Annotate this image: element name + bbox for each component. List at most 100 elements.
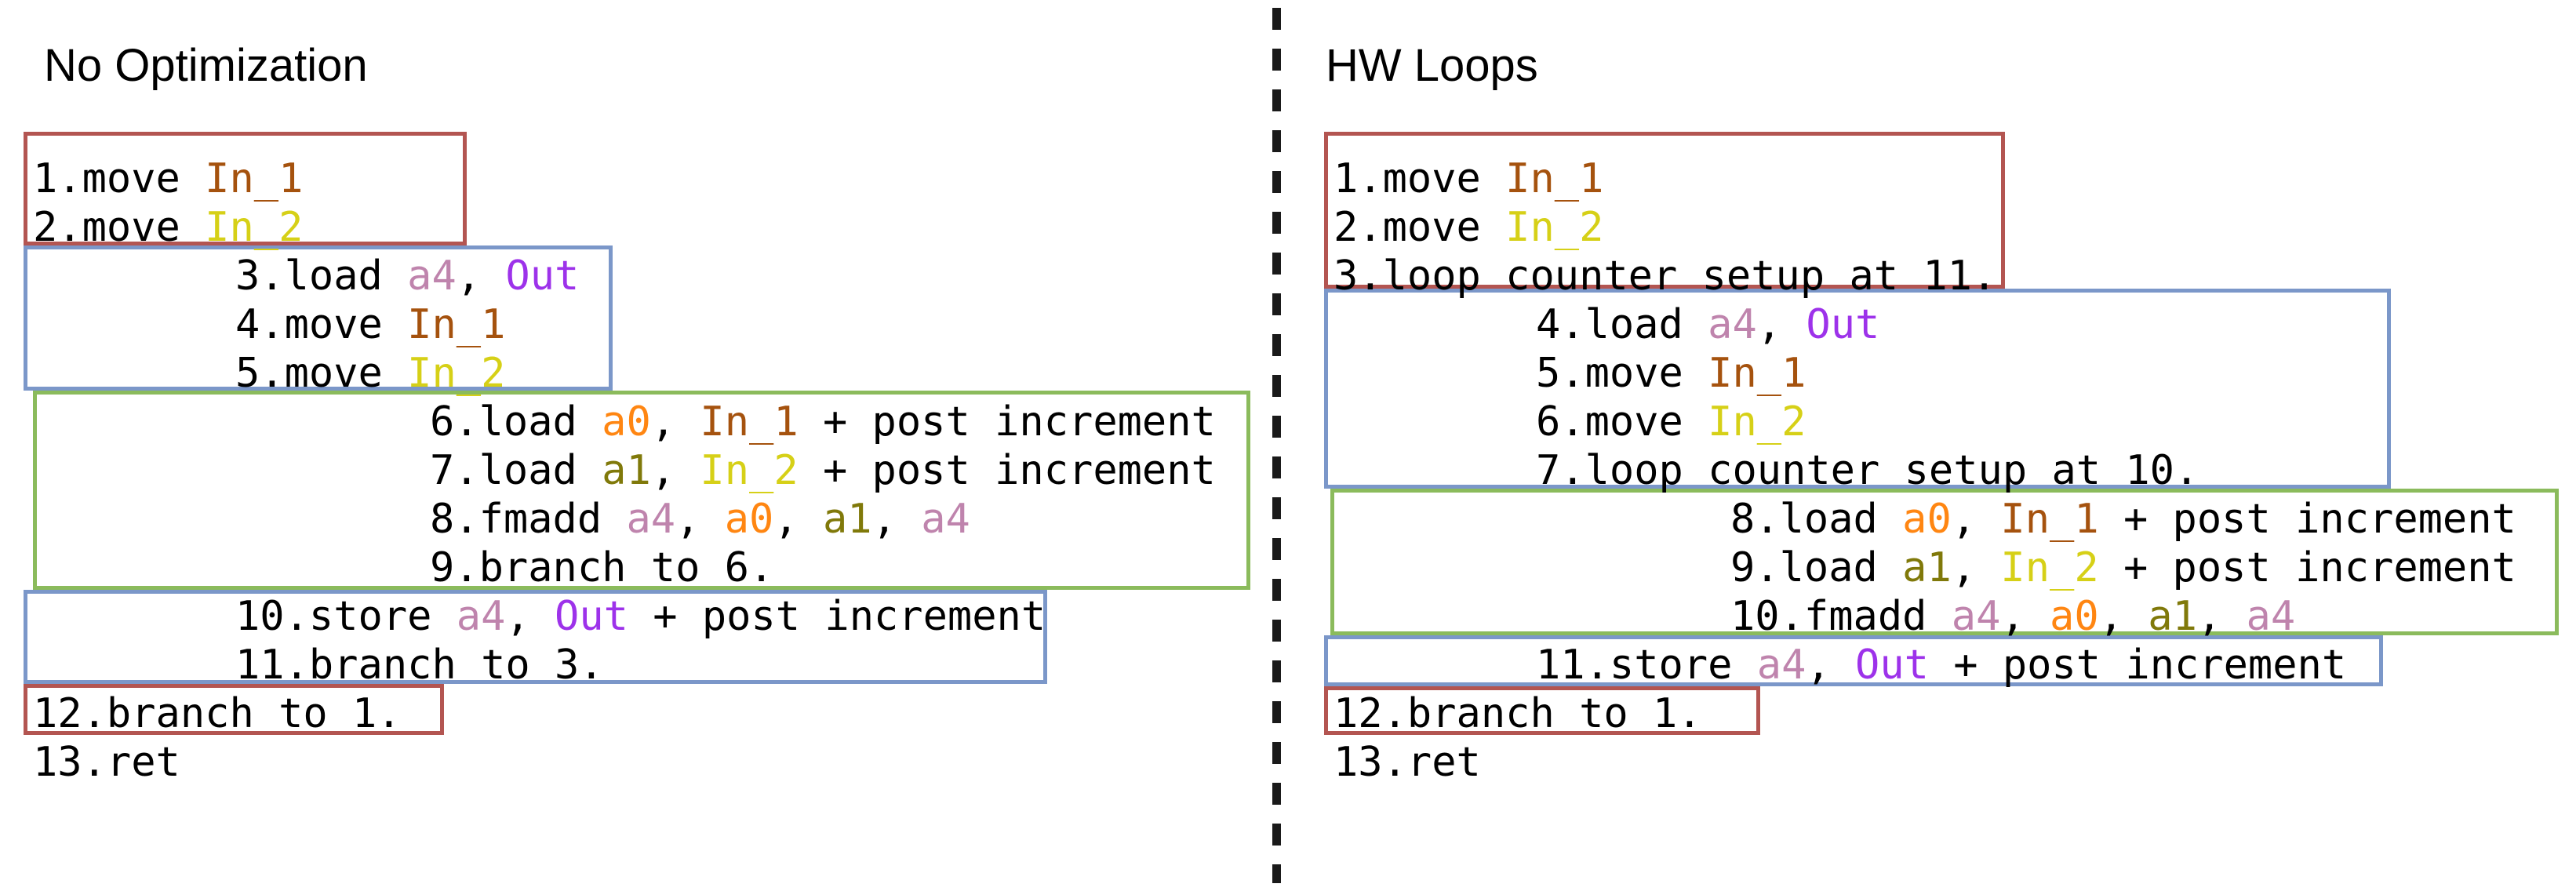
instruction-text: , [2000,593,2050,640]
operand-a4: a4 [2246,593,2296,640]
code-line-8: 8.fmadd a4, a0, a1, a4 [430,495,970,544]
instruction-text: 4.move [235,301,408,348]
code-line-1: 1.move In_1 [1333,155,1603,203]
instruction-text: 8.load [1730,496,1903,543]
operand-a4: a4 [456,593,506,640]
group-box-blue [24,590,1047,684]
instruction-text: + post increment [1928,642,2347,689]
instruction-text: 5.move [1536,350,1708,397]
code-line-7: 7.loop counter setup at 10. [1536,446,2199,495]
instruction-text: , [650,398,700,446]
group-box-blue [1324,635,2383,686]
instruction-text: 4.load [1536,301,1708,348]
instruction-text: 5.move [235,350,408,397]
instruction-text: , [650,447,700,494]
instruction-text: 13.ret [1333,739,1481,786]
instruction-text: 12.branch to 1. [1333,690,1702,737]
instruction-text: , [505,593,555,640]
code-line-5: 5.move In_2 [235,349,505,398]
panel-title-no-optimization: No Optimization [44,40,368,91]
code-line-4: 4.move In_1 [235,300,505,349]
operand-a4: a4 [1708,301,1757,348]
instruction-text: + post increment [798,447,1216,494]
instruction-text: 2.move [33,204,206,251]
code-line-6: 6.load a0, In_1 + post increment [430,398,1216,446]
operand-a4: a4 [626,496,676,543]
code-line-5: 5.move In_1 [1536,349,1806,398]
instruction-text: , [2196,593,2247,640]
operand-a0: a0 [724,496,774,543]
instruction-text: , [1951,544,2001,591]
operand-out: Out [1806,301,1880,348]
operand-in2: In_2 [1708,398,1806,446]
group-box-blue [24,245,613,391]
instruction-text: 7.load [430,447,602,494]
operand-in2: In_2 [1505,204,1604,251]
operand-in1: In_1 [205,155,304,202]
instruction-text: 10.store [235,593,457,640]
instruction-text: 1.move [1333,155,1506,202]
operand-a1: a1 [602,447,651,494]
operand-in1: In_1 [2000,496,2099,543]
group-box-red [24,684,444,735]
operand-in2: In_2 [2000,544,2099,591]
instruction-text: 8.fmadd [430,496,627,543]
operand-a0: a0 [2050,593,2099,640]
code-line-12: 12.branch to 1. [1333,689,1702,738]
instruction-text: 9.load [1730,544,1903,591]
code-line-6: 6.move In_2 [1536,398,1806,446]
operand-out: Out [555,593,628,640]
instruction-text: 10.fmadd [1730,593,1952,640]
instruction-text: 2.move [1333,204,1506,251]
operand-a4: a4 [1951,593,2001,640]
operand-in1: In_1 [1505,155,1604,202]
instruction-text: 12.branch to 1. [33,690,402,737]
group-box-blue [1324,289,2391,489]
code-line-2: 2.move In_2 [1333,203,1603,252]
instruction-text: , [1756,301,1806,348]
instruction-text: , [773,496,823,543]
instruction-text: , [675,496,725,543]
operand-in2: In_2 [205,204,304,251]
group-box-green [33,391,1250,590]
instruction-text: , [1951,496,2001,543]
operand-a0: a0 [602,398,651,446]
code-line-3: 3.load a4, Out [235,252,579,300]
code-line-1: 1.move In_1 [33,155,303,203]
operand-a1: a1 [2148,593,2197,640]
operand-a0: a0 [1902,496,1952,543]
group-box-green [1330,489,2559,635]
code-line-10: 10.store a4, Out + post increment [235,592,1046,641]
code-line-13: 13.ret [33,738,180,787]
operand-out: Out [1855,642,1929,689]
code-line-3: 3.loop counter setup at 11. [1333,252,1996,300]
panel-title-hw-loops: HW Loops [1326,40,1538,91]
code-line-9: 9.branch to 6. [430,544,773,592]
instruction-text: , [2098,593,2148,640]
instruction-text: 6.move [1536,398,1708,446]
operand-in1: In_1 [407,301,506,348]
code-line-11: 11.branch to 3. [235,641,604,689]
instruction-text: , [456,253,506,300]
operand-in1: In_1 [1708,350,1806,397]
instruction-text: 7.loop counter setup at 10. [1536,447,2199,494]
instruction-text: 13.ret [33,739,180,786]
operand-a4: a4 [407,253,457,300]
instruction-text: , [1806,642,1856,689]
operand-a4: a4 [1756,642,1806,689]
code-line-4: 4.load a4, Out [1536,300,1879,349]
code-line-7: 7.load a1, In_2 + post increment [430,446,1216,495]
code-line-9: 9.load a1, In_2 + post increment [1730,544,2516,592]
instruction-text: 6.load [430,398,602,446]
instruction-text: 3.loop counter setup at 11. [1333,253,1997,300]
code-line-8: 8.load a0, In_1 + post increment [1730,495,2516,544]
instruction-text: + post increment [798,398,1216,446]
operand-in2: In_2 [407,350,506,397]
code-line-2: 2.move In_2 [33,203,303,252]
instruction-text: + post increment [2098,496,2516,543]
code-line-13: 13.ret [1333,738,1481,787]
instruction-text: 11.branch to 3. [235,642,604,689]
instruction-text: , [871,496,922,543]
code-line-11: 11.store a4, Out + post increment [1536,641,2346,689]
instruction-text: 1.move [33,155,206,202]
